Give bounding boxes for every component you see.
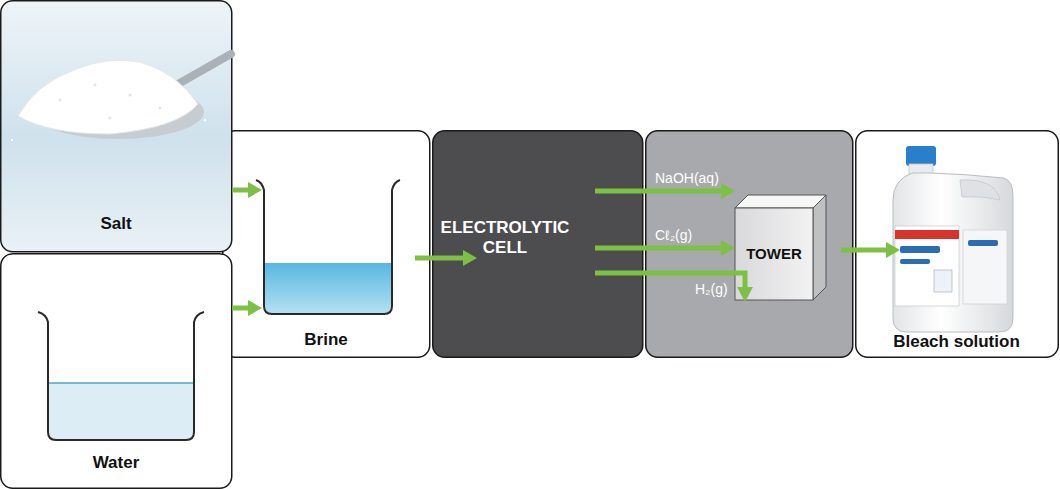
salt-photo [1,1,232,252]
arrow-shaft [595,189,723,194]
arrow-shaft [595,246,723,251]
brine-panel-shape [223,131,430,358]
tower-box: TOWER [735,208,813,300]
brine-beaker [256,180,400,314]
node-label: Bleach solution [893,332,1020,352]
tower-region [646,131,853,358]
node-label: Salt [100,214,131,234]
flow-arrow [232,300,262,316]
arrow-shaft [232,306,250,311]
arrow-shaft [232,188,250,193]
node-label: Water [93,453,140,473]
arrow-head [248,182,262,198]
bleach-panel: Bleach solution [855,130,1058,358]
flow-arrow [841,242,900,258]
arrow-head [721,240,735,256]
edge-label: Cℓ₂(g) [655,228,692,243]
hydrogen-arrow [595,273,753,302]
water-panel: Water [0,253,232,489]
cell-panel-shape [433,131,643,358]
arrow-head [248,300,262,316]
electrolytic-cell: ELECTROLYTIC CELL [432,130,643,358]
node-label: TOWER [746,245,802,262]
tower-drawing [735,195,826,300]
arrow-head [886,242,900,258]
bleach-bottle [893,146,1013,332]
arrow-shaft [841,248,888,253]
edge-label: NaOH(aq) [655,171,719,186]
flow-arrow [415,250,477,266]
bleach-panel-shape [856,131,1059,358]
node-label: Brine [304,330,347,350]
brine-panel: Brine [222,130,430,358]
salt-panel: Salt [0,0,232,252]
water-beaker [1,254,232,489]
arrow-head [463,250,477,266]
arrow-head [721,183,735,199]
node-label: ELECTROLYTIC CELL [441,218,570,257]
gas-label: H₂(g) [695,282,728,297]
arrow-shaft [415,256,465,261]
flow-arrow [232,182,262,198]
